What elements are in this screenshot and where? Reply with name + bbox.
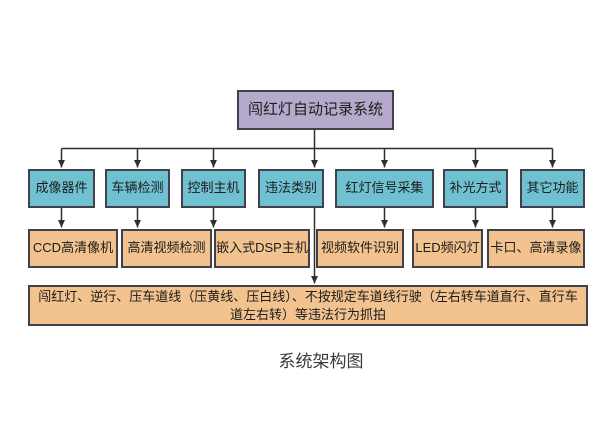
node-imaging-device: 成像器件: [28, 169, 95, 208]
node-led-strobe-light: LED频闪灯: [412, 229, 483, 268]
node-supplement-light-mode: 补光方式: [443, 169, 508, 208]
node-root-system: 闯红灯自动记录系统: [237, 90, 394, 130]
node-embedded-dsp-host: 嵌入式DSP主机: [214, 229, 310, 268]
violation-behaviors-box: 闯红灯、逆行、压车道线（压黄线、压白线）、不按规定车道线行驶（左右转车道直行、直…: [28, 285, 588, 326]
node-hd-video-detection: 高清视频检测: [121, 229, 212, 268]
node-vehicle-detection: 车辆检测: [105, 169, 170, 208]
node-violation-category: 违法类别: [258, 169, 324, 208]
node-other-functions: 其它功能: [520, 169, 585, 208]
node-checkpoint-hd-recording: 卡口、高清录像: [487, 229, 585, 268]
node-control-host: 控制主机: [181, 169, 246, 208]
node-video-software-recognition: 视频软件识别: [316, 229, 404, 268]
node-redlight-signal-collection: 红灯信号采集: [335, 169, 434, 208]
diagram-caption: 系统架构图: [278, 352, 364, 371]
node-ccd-hd-camera: CCD高清像机: [28, 229, 118, 268]
